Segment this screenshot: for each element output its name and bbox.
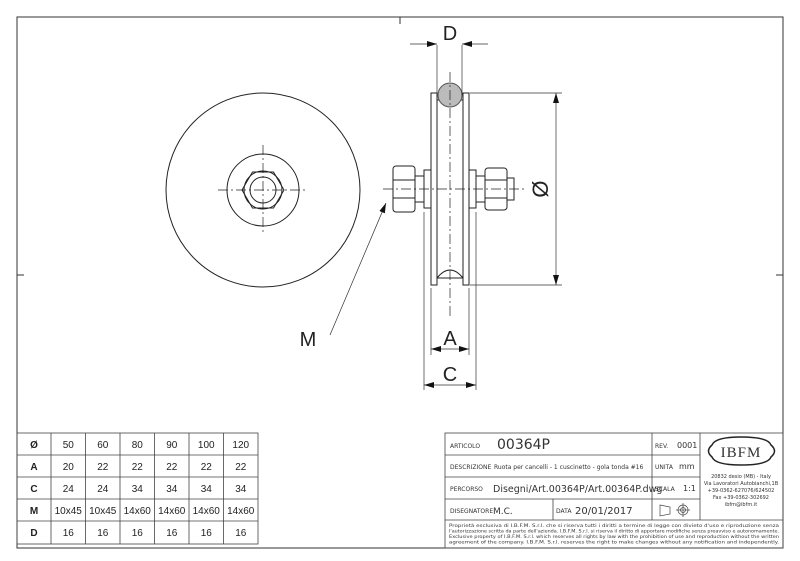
table-cell: 34 xyxy=(235,484,247,495)
notice-line: Exclusive property of I.B.F.M. S.r.l. wh… xyxy=(449,534,779,539)
title-block xyxy=(444,432,784,549)
table-cell: 16 xyxy=(132,528,144,539)
table-cell: 22 xyxy=(132,462,144,473)
table-cell: 22 xyxy=(235,462,247,473)
dim-label-a: A xyxy=(443,328,457,350)
table-cell: 22 xyxy=(166,462,178,473)
percorso-label: PERCORSO xyxy=(450,486,483,493)
table-cell: 14x60 xyxy=(227,506,255,517)
table-row-header: A xyxy=(30,462,37,473)
articolo-value: 00364P xyxy=(497,437,550,453)
table-cell: 10x45 xyxy=(55,506,83,517)
dimensions xyxy=(329,41,562,390)
ibfm-logo: IBFM xyxy=(707,436,776,466)
table-cell: 80 xyxy=(132,440,144,451)
table-cell: 24 xyxy=(63,484,75,495)
table-cell: 34 xyxy=(166,484,178,495)
data-label: DATA xyxy=(556,508,572,515)
table-cell: 34 xyxy=(132,484,144,495)
table-cell: 22 xyxy=(97,462,109,473)
table-row-header: C xyxy=(30,484,37,495)
table-cell: 16 xyxy=(63,528,75,539)
svg-text:IBFM: IBFM xyxy=(721,445,762,461)
table-cell: 60 xyxy=(97,440,109,451)
dim-label-d: D xyxy=(443,23,457,45)
table-cell: 14x60 xyxy=(158,506,186,517)
descrizione-value: Ruota per cancelli - 1 cuscinetto - gola… xyxy=(494,464,643,471)
percorso-value: Disegni/Art.00364P/Art.00364P.dwg xyxy=(493,484,662,495)
dim-label-c: C xyxy=(443,364,457,386)
projection-symbol-icon xyxy=(659,503,690,517)
address-line: 20832 desio (MB) - Italy xyxy=(711,474,771,480)
table-cell: 16 xyxy=(235,528,247,539)
table-cell: 90 xyxy=(166,440,178,451)
table-cell: 10x45 xyxy=(89,506,117,517)
rev-value: 0001 xyxy=(677,441,697,450)
descrizione-label: DESCRIZIONE xyxy=(450,464,491,471)
table-row-header: Ø xyxy=(30,440,38,451)
unita-value: mm xyxy=(679,462,695,471)
wheel-side-view xyxy=(383,72,525,318)
wheel-front-view xyxy=(165,92,361,288)
size-table xyxy=(16,432,259,545)
scala-label: SCALA xyxy=(655,486,676,493)
rev-label: REV. xyxy=(655,443,668,450)
scala-value: 1:1 xyxy=(683,484,696,493)
address-line: ibfm@ibfm.it xyxy=(725,502,757,508)
notice-line: agreement of the company. I.B.F.M. S.r.l… xyxy=(449,540,779,545)
table-cell: 16 xyxy=(97,528,109,539)
table-cell: 50 xyxy=(63,440,75,451)
disegnatore-label: DISEGNATORE xyxy=(450,508,493,515)
table-row-header: D xyxy=(30,528,37,539)
articolo-label: ARTICOLO xyxy=(450,443,480,450)
address-line: Via Lavoratori Autobianchi,1B xyxy=(704,481,779,487)
table-cell: 34 xyxy=(201,484,213,495)
table-cell: 16 xyxy=(201,528,213,539)
disegnatore-value: M.C. xyxy=(493,507,513,517)
notice-line: Proprietà esclusiva di I.B.F.M. S.r.l. c… xyxy=(449,523,780,528)
table-cell: 22 xyxy=(201,462,213,473)
unita-label: UNITA xyxy=(655,464,674,471)
table-cell: 20 xyxy=(63,462,75,473)
table-cell: 100 xyxy=(198,440,215,451)
table-cell: 14x60 xyxy=(124,506,152,517)
data-value: 20/01/2017 xyxy=(575,506,633,517)
table-cell: 120 xyxy=(232,440,249,451)
dim-label-m: M xyxy=(300,329,317,351)
table-row-header: M xyxy=(30,506,38,517)
dim-label-diameter: Ø xyxy=(528,180,553,197)
address-line: +39-0362-627076/624502 xyxy=(708,488,775,494)
table-cell: 16 xyxy=(166,528,178,539)
address-line: Fax +39-0362-302692 xyxy=(713,495,769,501)
table-cell: 14x60 xyxy=(193,506,221,517)
table-cell: 24 xyxy=(97,484,109,495)
notice-line: l'autorizzazione scritta da parte dell'a… xyxy=(449,529,779,534)
